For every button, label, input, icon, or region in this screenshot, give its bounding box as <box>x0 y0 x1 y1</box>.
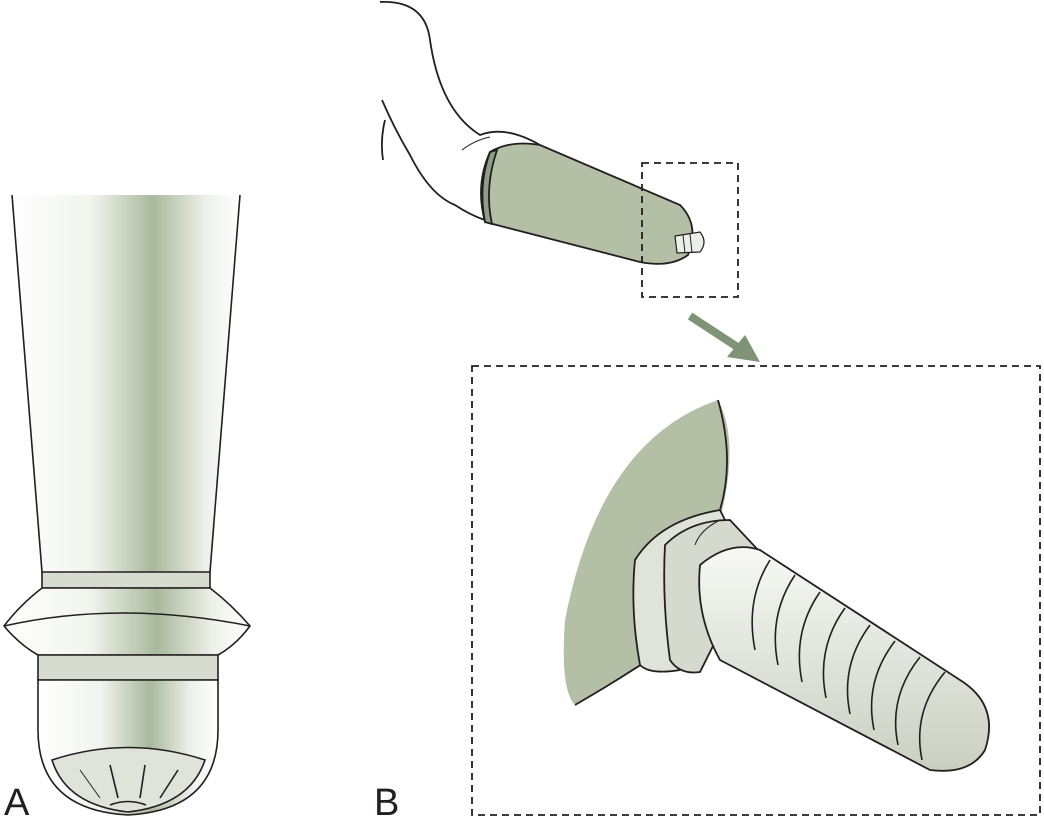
panel-label-b: B <box>374 782 400 824</box>
finger-probe-b <box>379 1 705 265</box>
arrow <box>687 312 760 362</box>
probe-a <box>2 194 252 816</box>
detail-box-large <box>471 365 1041 816</box>
panel-label-a: A <box>4 782 30 824</box>
detail-box-small <box>641 162 739 298</box>
screw-detail <box>563 399 990 772</box>
